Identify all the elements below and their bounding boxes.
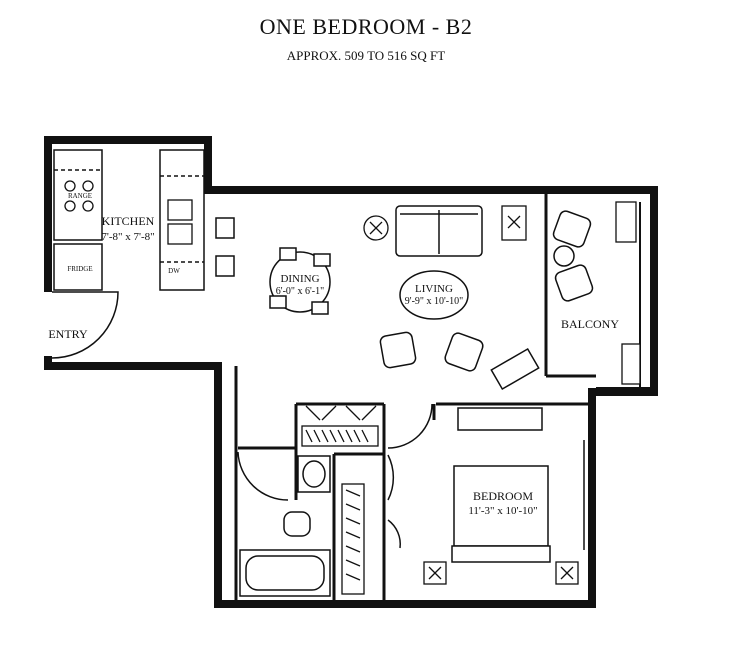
kitchen-label: KITCHEN xyxy=(102,214,155,228)
balcony-label: BALCONY xyxy=(561,317,619,331)
exterior-walls xyxy=(44,136,658,608)
closet xyxy=(301,405,379,595)
dishwasher-label: DW xyxy=(168,267,180,275)
sink-icon xyxy=(167,199,193,245)
plan-area: APPROX. 509 TO 516 SQ FT xyxy=(286,48,446,63)
range-label: RANGE xyxy=(68,192,92,200)
lamps xyxy=(363,205,579,585)
living-label: LIVING xyxy=(415,283,453,295)
bed xyxy=(451,407,551,563)
armchairs xyxy=(379,331,540,391)
sofa-icon xyxy=(395,205,483,257)
living-size: 9'-9" x 10'-10" xyxy=(405,296,463,307)
fridge-label: FRIDGE xyxy=(67,265,92,273)
kitchen-counters xyxy=(53,149,205,291)
entry-label: ENTRY xyxy=(48,327,88,341)
bar-stools xyxy=(215,217,235,277)
interior-walls xyxy=(234,194,596,600)
dining-set xyxy=(269,247,331,315)
bedroom-size: 11'-3" x 10'-10" xyxy=(468,505,537,517)
bedroom-window xyxy=(583,440,591,550)
doors xyxy=(51,291,433,549)
bedroom-label: BEDROOM xyxy=(473,489,533,503)
plan-title: ONE BEDROOM - B2 xyxy=(259,14,473,39)
living-table xyxy=(399,270,469,320)
balcony-chairs xyxy=(552,210,594,302)
range-icon xyxy=(64,180,94,212)
dining-label: DINING xyxy=(280,273,319,285)
kitchen-size: 7'-8" x 7'-8" xyxy=(101,231,154,243)
dining-size: 6'-0" x 6'-1" xyxy=(276,286,324,297)
planters xyxy=(615,201,641,385)
bathroom-fixtures xyxy=(239,455,331,597)
